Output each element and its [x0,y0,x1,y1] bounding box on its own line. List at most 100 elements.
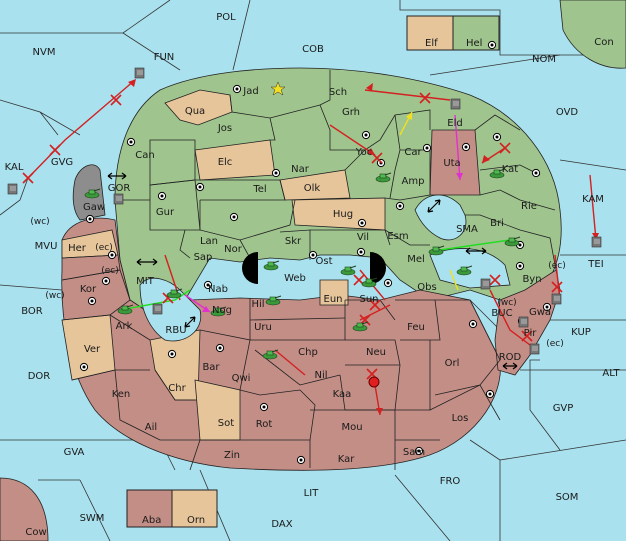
sea-labels-nom: NOM [532,54,556,65]
failure-x-mark [371,152,383,164]
legend-orn-box [171,489,218,528]
fleet-unit[interactable] [591,236,602,248]
land-labels-sch: Sch [329,87,347,98]
fleet-unit[interactable] [134,67,145,79]
supply-center-dot [364,133,368,137]
supply-center-dot [90,299,94,303]
sea-labels-gor: GOR [108,183,131,194]
failure-x-mark [110,94,122,106]
supply-center-dot [262,405,266,409]
land-labels-qwi: Qwi [232,373,251,384]
supply-center-dot [360,221,364,225]
army-unit[interactable] [489,168,506,179]
explosion-icon [368,376,380,388]
land-labels-elc: Elc [218,157,233,168]
supply-center-dot [417,449,421,453]
failure-x-mark [22,172,34,184]
land-labels-sot: Sot [218,418,234,429]
land-labels-byn: Byn [522,274,541,285]
fleet-unit[interactable] [450,98,461,110]
army-unit[interactable] [262,349,279,360]
fleet-unit[interactable] [529,343,540,355]
supply-center-dot [104,279,108,283]
army-unit[interactable] [340,265,357,276]
supply-center-dot [82,365,86,369]
land-labels-nog: Nog [212,305,232,316]
land-labels-bar: Bar [202,362,220,373]
land-labels-pir: Pir [524,328,538,339]
army-unit[interactable] [263,260,280,271]
supply-center-dot [299,458,303,462]
fleet-unit[interactable] [113,193,124,205]
land-labels-nab: Nab [208,284,228,295]
army-unit[interactable] [361,277,378,288]
fleet-unit[interactable] [7,183,18,195]
army-unit[interactable] [265,295,282,306]
supply-center-dot [464,145,468,149]
supply-center-dot [386,281,390,285]
sea-labels-mit: MIT [136,276,155,287]
land-con[interactable] [559,0,626,69]
sea-labels-dax: DAX [271,519,292,530]
failure-marks [22,92,563,380]
land-labels-feu: Feu [407,322,425,333]
army-unit[interactable] [375,172,392,183]
supply-center-dot [425,146,429,150]
failure-x-mark [369,299,381,311]
army-unit[interactable] [166,288,183,299]
sea-labels-nvm: NVM [33,47,56,58]
land-labels-ost: Ost [315,256,332,267]
sea-labels-gvg: GVG [51,157,73,168]
supply-center-dot [235,87,239,91]
army-unit[interactable] [456,265,473,276]
land-labels-nil: Nil [314,370,327,381]
land-eun[interactable] [319,279,349,306]
supply-centers [79,40,552,465]
legend-aba-box [126,489,173,528]
land-labels-jad: Jad [242,86,258,97]
army-unit[interactable] [210,306,227,317]
legend-hel-label: Hel [466,38,482,49]
sea-labels-swm: SWM [80,513,105,524]
land-labels-nor: Nor [224,244,243,255]
sea-labels-kal: KAL [5,162,24,173]
fleet-unit[interactable] [518,316,529,328]
land-sot[interactable] [194,379,241,441]
fleet-unit[interactable] [551,293,562,305]
army-unit[interactable] [504,236,521,247]
land-labels-web: Web [284,273,306,284]
fleet-unit[interactable] [152,303,163,315]
failure-x-mark [551,281,563,293]
army-unit[interactable] [352,321,369,332]
army-unit[interactable] [117,304,134,315]
land-labels-mou: Mou [341,422,362,433]
coast-labels-her_wc: (wc) [30,217,49,227]
sea-labels-tei: TEI [587,259,603,270]
land-labels-chr: Chr [168,383,186,394]
sea-labels-sma: SMA [456,224,478,235]
land-labels-grh: Grh [342,107,360,118]
land-labels-eld: Eld [447,118,462,129]
land-labels-can: Can [135,150,154,161]
fleet-unit[interactable] [480,278,491,290]
land-labels-kor: Kor [80,284,97,295]
legend-elf-box [406,15,454,51]
sea-labels-buc: BUC [491,308,512,319]
passage-markers [107,172,518,370]
land-labels-orl: Orl [445,358,460,369]
land-labels-rie: Rie [521,201,537,212]
supply-center-dot [518,264,522,268]
failure-x-mark [419,92,431,104]
north-borders [115,70,557,271]
land-labels-car: Car [404,147,422,158]
sea-labels-fro: FRO [440,476,461,487]
supply-center-dot [160,194,164,198]
land-labels-sap: Sap [194,252,213,263]
canal-west [242,252,258,284]
supply-center-dot [274,171,278,175]
army-unit[interactable] [428,245,445,256]
land-labels-bri: Bri [490,218,504,229]
land-labels-her: Her [68,243,87,254]
army-unit[interactable] [84,188,101,199]
